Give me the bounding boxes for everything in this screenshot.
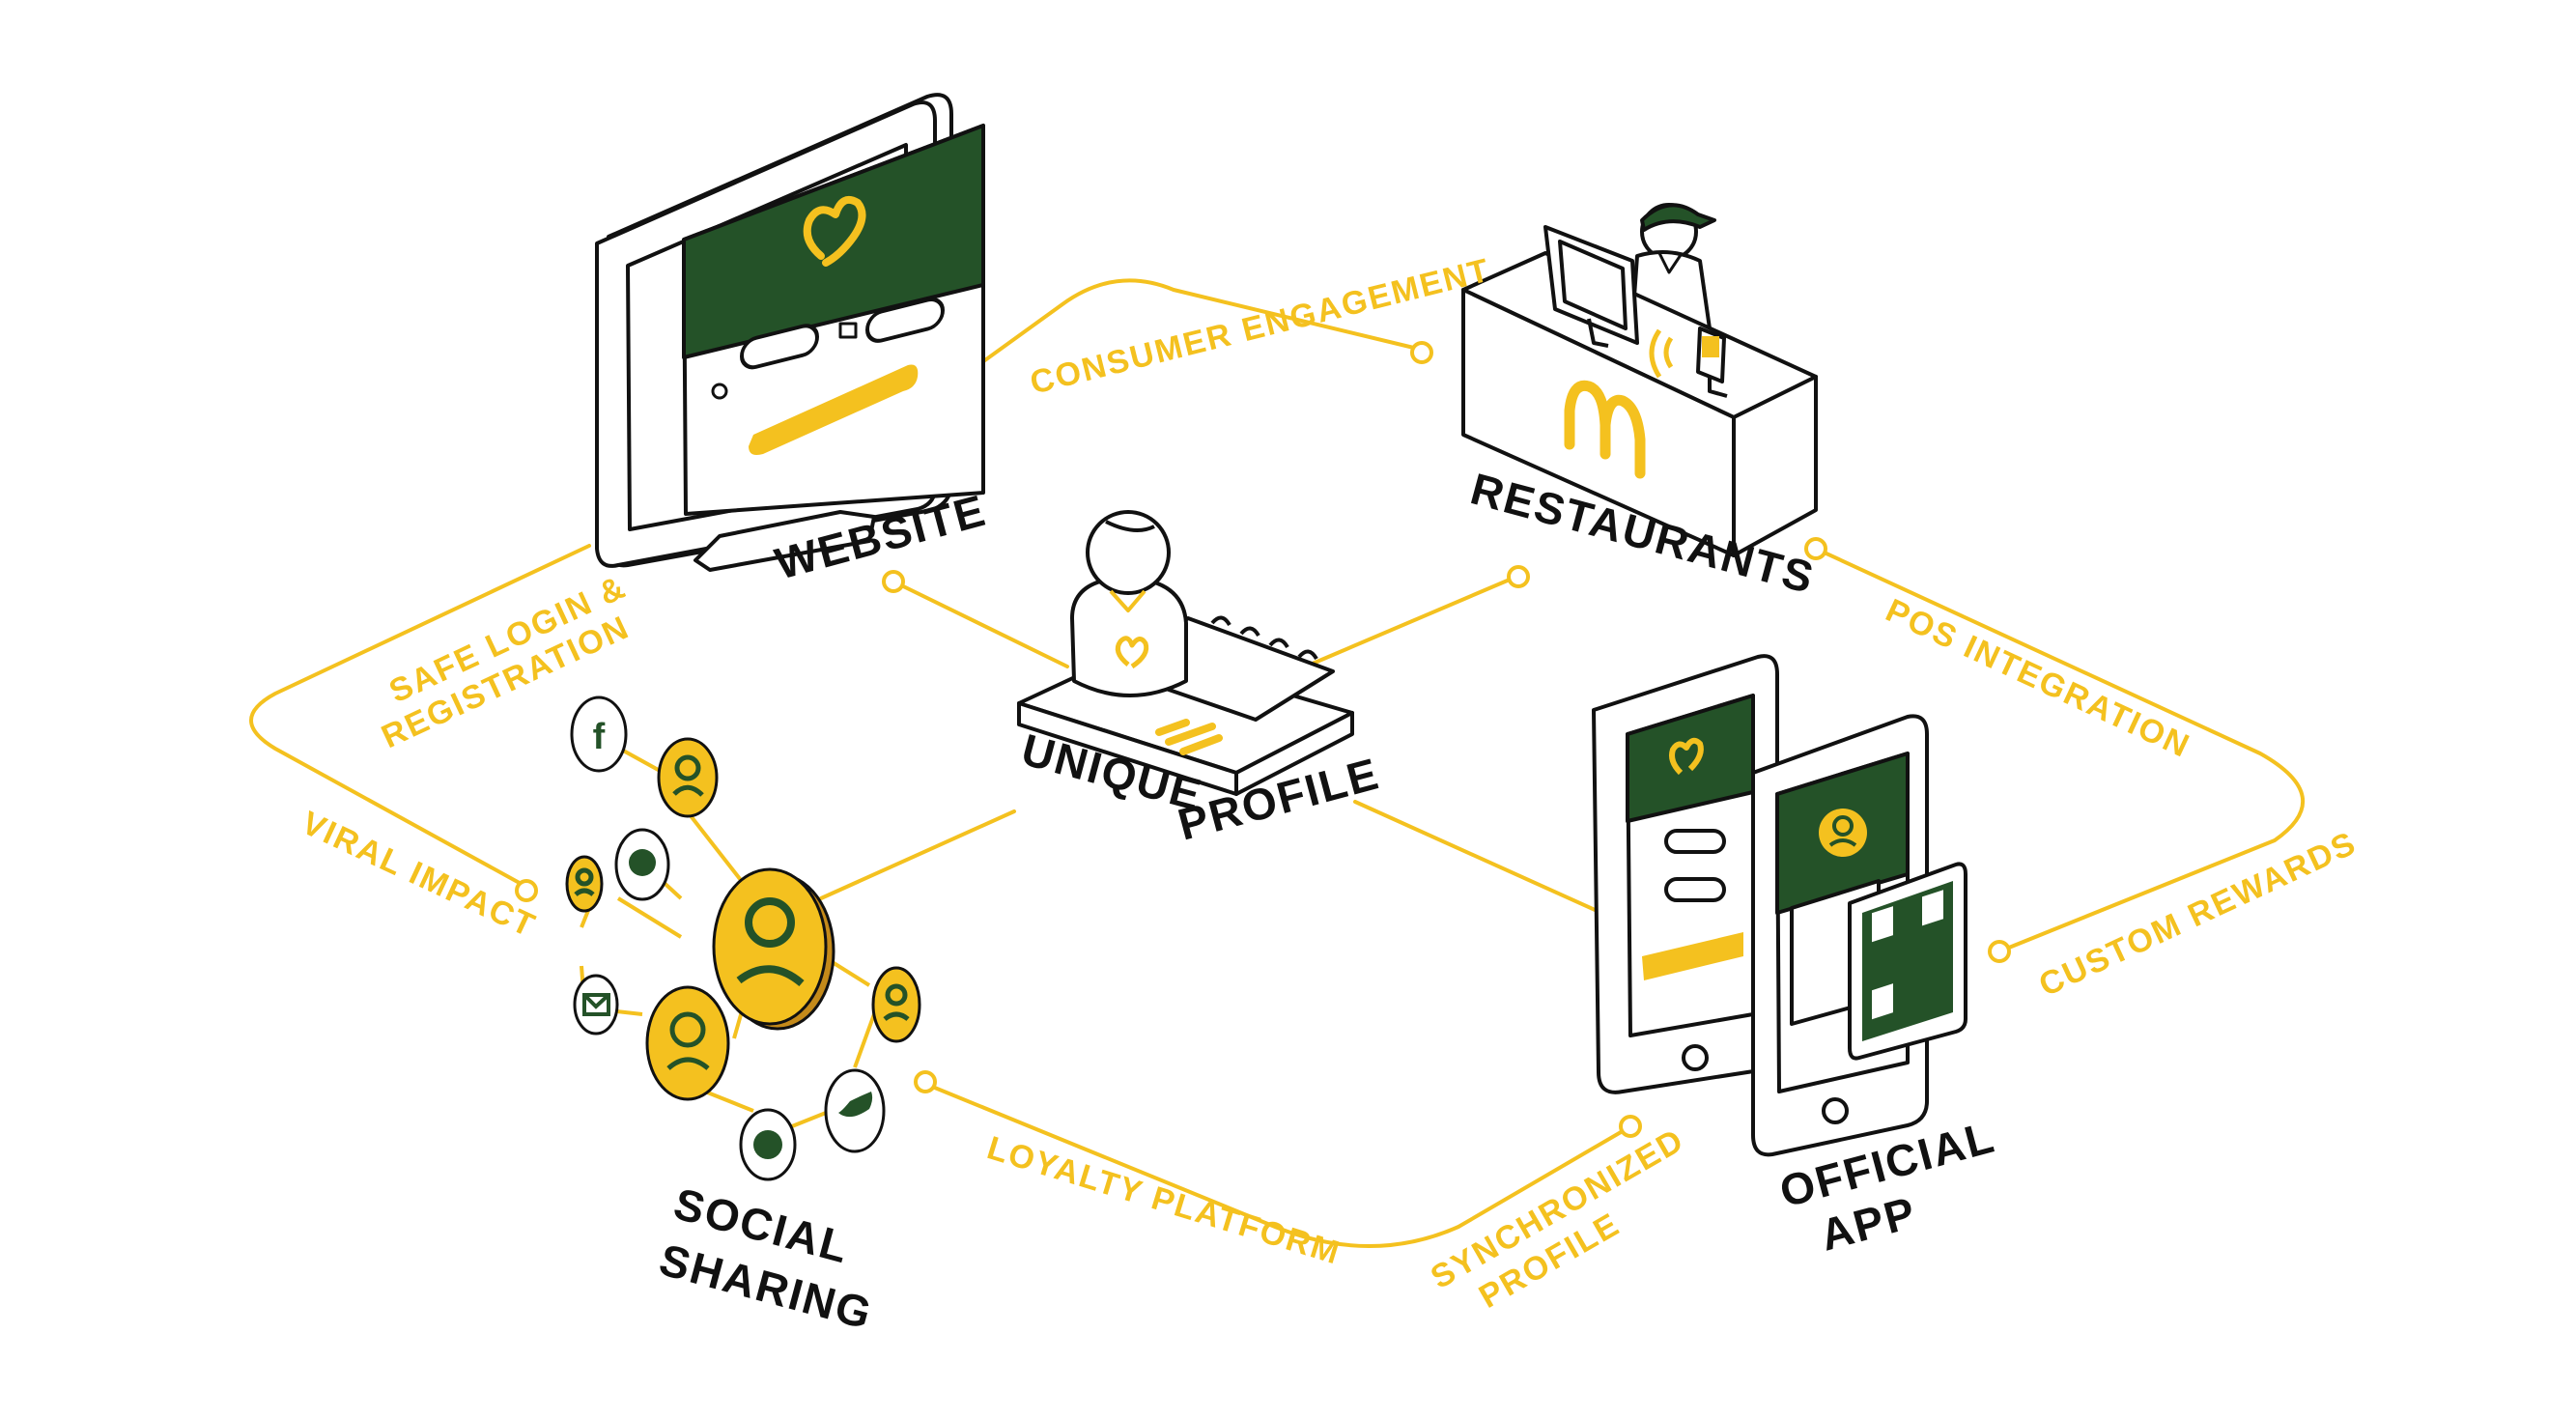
website-monitor-icon: [595, 93, 985, 572]
whatsapp-icon: [629, 849, 656, 876]
custom-rewards-label: CUSTOM REWARDS: [2033, 825, 2362, 1005]
connection-lines: [249, 278, 2306, 1248]
golden-arches-icon: [1564, 380, 1646, 479]
social-network-icon: f: [565, 695, 921, 1181]
qr-code-icon: [1862, 881, 1953, 1041]
facebook-icon: f: [593, 717, 606, 757]
connection-dots: [515, 341, 2011, 1138]
official-app-phones-icon: [1592, 654, 1967, 1157]
consumer-engagement-label: CONSUMER ENGAGEMENT: [1027, 251, 1494, 401]
twitter-icon: [838, 1092, 873, 1118]
restaurant-counter-icon: [1461, 203, 1818, 557]
loyalty-platform-label: LOYALTY PLATFORM: [983, 1129, 1345, 1271]
email-icon: [582, 993, 610, 1016]
heart-logo-icon: [803, 196, 866, 267]
unique-profile-icon: [1017, 510, 1354, 796]
messenger-icon: [753, 1130, 782, 1159]
